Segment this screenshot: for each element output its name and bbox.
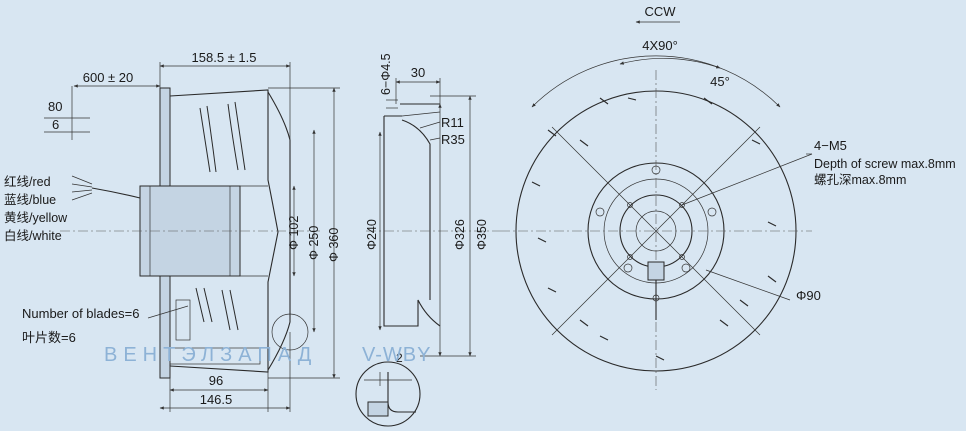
depth-en-label: Depth of screw max.8mm bbox=[814, 157, 956, 171]
hole-label: 6−Φ4.5 bbox=[379, 53, 393, 95]
cable-length-label: 600 ± 20 bbox=[83, 70, 134, 85]
depth-cn-label: 螺孔深max.8mm bbox=[814, 173, 906, 187]
wire-red-label: 红线/red bbox=[4, 174, 51, 189]
blade bbox=[199, 107, 211, 173]
cable-80-label: 80 bbox=[48, 99, 62, 114]
rotation-label: CCW bbox=[644, 4, 676, 19]
wire-yellow-label: 黄线/yellow bbox=[4, 211, 68, 225]
hub-length-label: 96 bbox=[209, 373, 223, 388]
angle-label: 45° bbox=[710, 74, 730, 89]
watermark-right: V-WBY bbox=[362, 344, 431, 366]
section-view: 6−Φ4.5 30 R11 R35 Φ240 Φ326 Φ350 2 bbox=[355, 53, 500, 427]
thread-label: 4−M5 bbox=[814, 138, 847, 153]
overall-length-label: 158.5 ± 1.5 bbox=[192, 50, 257, 65]
bolt-hole bbox=[595, 207, 605, 217]
dia-90-label: Φ90 bbox=[796, 288, 821, 303]
r11-label: R11 bbox=[441, 115, 464, 130]
blade-slots bbox=[531, 97, 777, 361]
wire-white-label: 白线/white bbox=[4, 228, 62, 243]
dia-250-label: Φ 250 bbox=[307, 226, 321, 260]
detail-circle bbox=[355, 361, 421, 427]
dia-240-label: Φ240 bbox=[365, 219, 379, 250]
section-profile bbox=[383, 116, 441, 327]
watermark-left: ВЕНТЭЛЗАПАД bbox=[104, 344, 317, 366]
base-length-label: 146.5 bbox=[200, 392, 233, 407]
r35-label: R35 bbox=[441, 132, 465, 147]
wire-blue-label: 蓝线/blue bbox=[4, 193, 56, 207]
dia-326-label: Φ326 bbox=[453, 219, 467, 250]
blades-count-cn: 叶片数=6 bbox=[22, 330, 76, 345]
blades-count-en: Number of blades=6 bbox=[22, 306, 139, 321]
dia-350-label: Φ350 bbox=[475, 219, 489, 250]
side-view: 158.5 ± 1.5 600 ± 20 80 6 红线/red 蓝线/blue… bbox=[4, 50, 341, 412]
dia-360-label: Φ 360 bbox=[327, 228, 341, 262]
front-view: CCW 4X90° 45° 4−M5 Depth of screw max.8m… bbox=[500, 4, 956, 390]
offset-30-label: 30 bbox=[411, 65, 425, 80]
cable bbox=[91, 187, 141, 199]
impeller-outline bbox=[169, 89, 279, 373]
dia-102-label: Φ 102 bbox=[287, 216, 301, 250]
cable-6-label: 6 bbox=[52, 117, 59, 132]
detail-2-label: 2 bbox=[396, 351, 403, 365]
pattern-label: 4X90° bbox=[642, 38, 678, 53]
